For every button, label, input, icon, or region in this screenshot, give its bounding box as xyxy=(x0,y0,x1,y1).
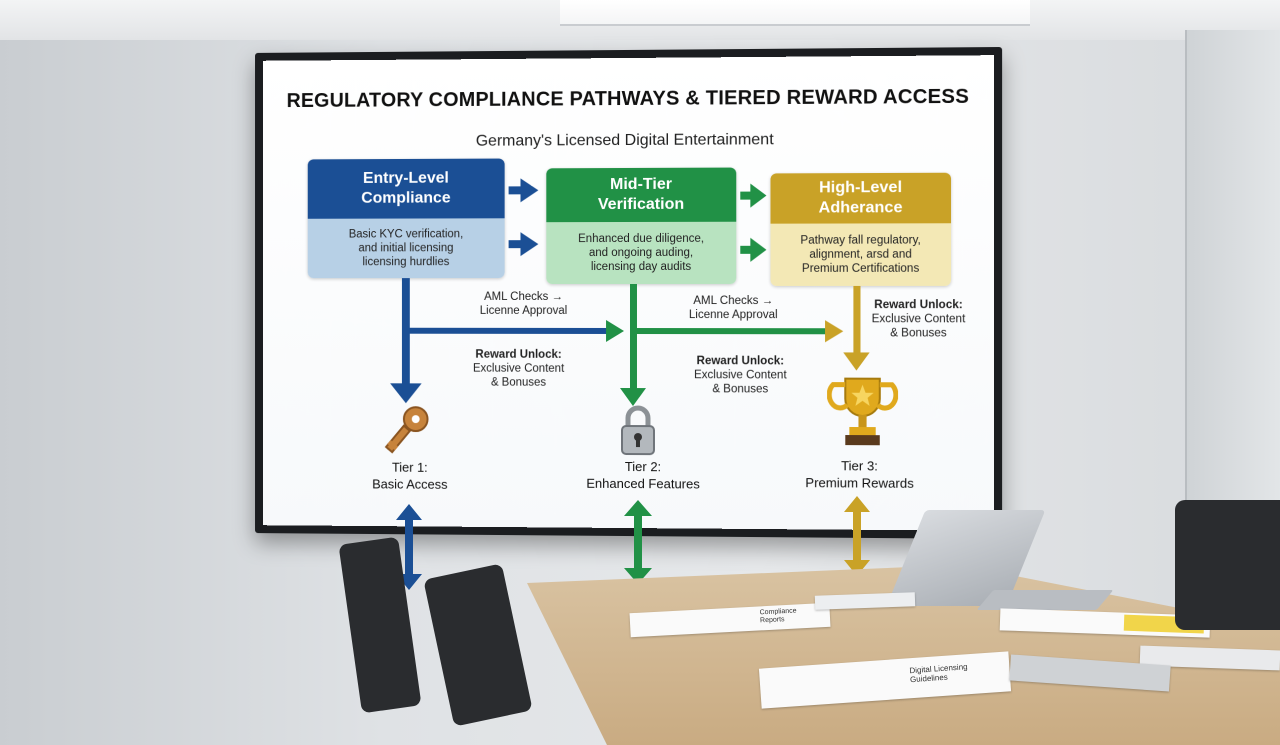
office-chair xyxy=(1175,500,1280,630)
tier-bidirectional-arrows xyxy=(396,496,870,590)
arrow-mid-to-high xyxy=(740,183,767,262)
arrow-connector-green xyxy=(606,283,829,406)
presentation-display: REGULATORY COMPLIANCE PATHWAYS & TIERED … xyxy=(262,55,994,531)
flow-arrows xyxy=(390,178,870,406)
double-arrow-tier2 xyxy=(624,500,652,584)
ceiling-light xyxy=(560,0,1030,26)
trophy-icon xyxy=(827,373,898,446)
laptop-base xyxy=(976,590,1114,610)
arrow-entry-to-mid xyxy=(508,178,539,257)
padlock-icon xyxy=(621,405,655,455)
paper-text: Compliance Reports xyxy=(759,607,797,625)
paper-text: Digital Licensing Guidelines xyxy=(909,662,968,685)
double-arrow-tier3 xyxy=(844,496,870,576)
key-icon xyxy=(384,403,433,459)
